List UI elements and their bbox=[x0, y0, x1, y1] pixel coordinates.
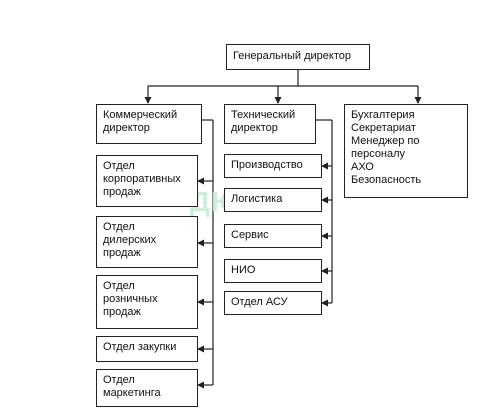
unit-logistics: Логистика bbox=[224, 188, 322, 212]
unit-asu: Отдел АСУ bbox=[224, 291, 322, 315]
unit-procurement: Отдел закупки bbox=[96, 336, 198, 362]
commercial-director-box: Коммерческий директор bbox=[96, 104, 202, 144]
technical-director-box: Технический директор bbox=[224, 104, 316, 144]
unit-nio: НИО bbox=[224, 259, 322, 283]
commercial-director-label: Коммерческий директор bbox=[103, 109, 178, 134]
unit-service: Сервис bbox=[224, 224, 322, 248]
unit-production: Производство bbox=[224, 154, 322, 178]
unit-corporate-sales: Отдел корпоративных продаж bbox=[96, 155, 198, 207]
admin-group-box: Бухгалтерия Секретариат Менеджер по перс… bbox=[344, 104, 468, 198]
ceo-box: Генеральный директор bbox=[226, 44, 370, 70]
unit-dealer-sales: Отдел дилерских продаж bbox=[96, 216, 198, 268]
ceo-label: Генеральный директор bbox=[233, 50, 351, 62]
technical-director-label: Технический директор bbox=[231, 109, 296, 134]
admin-group-label: Бухгалтерия Секретариат Менеджер по перс… bbox=[351, 109, 422, 186]
unit-marketing: Отдел маркетинга bbox=[96, 369, 198, 407]
unit-retail-sales: Отдел розничных продаж bbox=[96, 275, 198, 329]
